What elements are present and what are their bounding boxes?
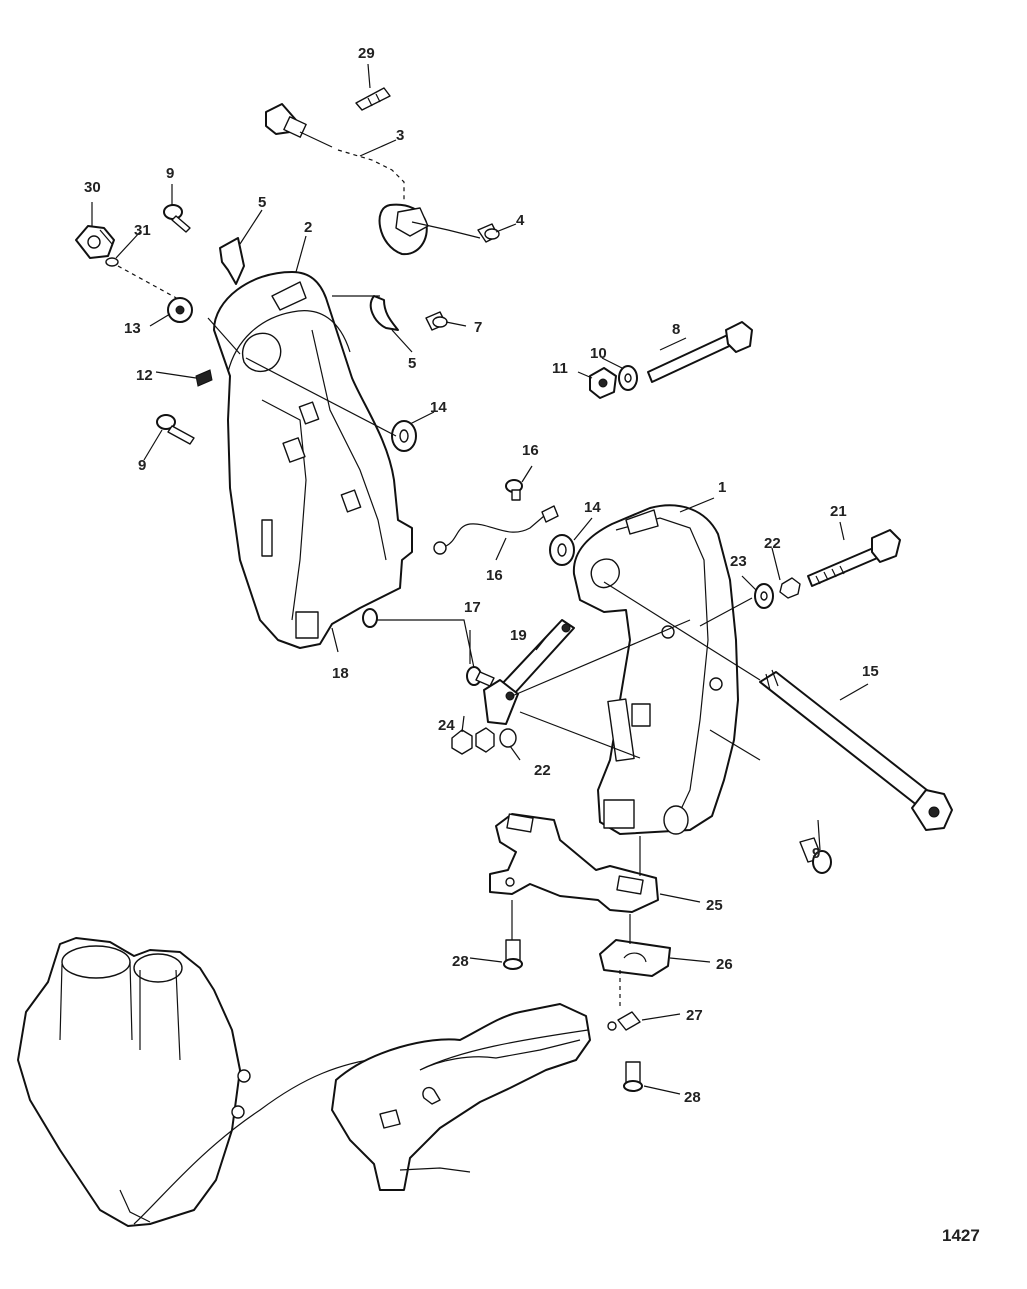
part-3-harness — [265, 103, 481, 256]
callout-24: 24 — [438, 717, 455, 734]
callout-28-lower: 28 — [684, 1089, 701, 1106]
callout-21: 21 — [830, 503, 847, 520]
part-12-screw — [195, 369, 213, 387]
callout-17: 16 — [486, 567, 503, 584]
callout-16: 16 — [522, 442, 539, 459]
callout-5-upper: 5 — [258, 194, 266, 211]
part-11-nut — [589, 367, 617, 399]
part-9-bolt-left — [156, 414, 195, 445]
part-10-washer — [618, 365, 638, 391]
leader-lines — [91, 63, 869, 1095]
part-2-swivel-bracket — [213, 271, 413, 649]
callout-5-middle: 5 — [408, 355, 416, 372]
callout-22-right: 22 — [764, 535, 781, 552]
callout-14-left: 14 — [430, 399, 447, 416]
callout-10: 10 — [590, 345, 607, 362]
part-21-bolt — [807, 529, 901, 587]
callout-23: 23 — [730, 553, 747, 570]
part-15-tilt-tube — [759, 669, 953, 831]
callout-9-right: 9 — [812, 845, 820, 862]
figure-number: 1427 — [942, 1226, 980, 1245]
callout-30: 30 — [84, 179, 101, 196]
part-22-washer-right — [779, 577, 801, 599]
part-28-screw-lower — [623, 1061, 643, 1092]
part-8-bolt — [163, 204, 191, 233]
part-6-screw — [425, 311, 448, 331]
callout-1: 1 — [718, 479, 726, 496]
callout-6: 7 — [474, 319, 482, 336]
part-29-pin — [355, 87, 391, 111]
callout-28-upper: 28 — [452, 953, 469, 970]
callout-18: 17 — [464, 599, 481, 616]
callout-22-left: 22 — [534, 762, 551, 779]
callout-29: 29 — [358, 45, 375, 62]
callout-14-right: 14 — [584, 499, 601, 516]
callout-26: 26 — [716, 956, 733, 973]
part-17-ground-wire — [433, 505, 559, 555]
part-24-nut — [451, 727, 495, 755]
part-14-washer-right — [549, 534, 575, 566]
callout-31: 31 — [134, 222, 151, 239]
callout-2: 2 — [304, 219, 312, 236]
callout-11: 11 — [552, 360, 568, 377]
gear-housing-lower-unit — [17, 937, 591, 1227]
callout-8: 9 — [166, 165, 174, 182]
callout-19: 18 — [332, 665, 349, 682]
callout-25: 25 — [706, 897, 723, 914]
part-7-long-bolt — [647, 321, 753, 383]
part-4-screw — [477, 223, 500, 243]
callout-9-left: 9 — [138, 457, 146, 474]
part-22-washer-left — [499, 728, 517, 748]
callout-13: 13 — [124, 320, 141, 337]
part-16-screw — [505, 479, 523, 501]
part-30-nut — [75, 225, 115, 259]
part-28-screw-upper — [503, 939, 523, 970]
callout-3: 3 — [396, 127, 404, 144]
callout-labels: 29 3 4 9 5 2 30 31 13 12 9 7 5 8 10 11 1… — [84, 45, 879, 1106]
part-13-knob — [167, 297, 193, 323]
part-5-clip-upper — [219, 237, 245, 285]
callout-4: 4 — [516, 212, 525, 229]
part-1-clamp-bracket — [572, 504, 739, 835]
callout-20: 19 — [510, 627, 527, 644]
callout-12: 12 — [136, 367, 153, 384]
callout-27: 27 — [686, 1007, 703, 1024]
part-27-pin — [607, 1011, 641, 1031]
part-19-screw — [362, 608, 378, 628]
part-25-bracket — [489, 813, 659, 913]
part-20-link — [483, 619, 575, 725]
part-23-washer — [754, 583, 774, 609]
part-5-clip-middle — [369, 295, 399, 331]
callout-15: 15 — [862, 663, 879, 680]
callout-7: 8 — [672, 321, 680, 338]
part-18-screw — [466, 666, 495, 687]
part-14-washer-left — [391, 420, 417, 452]
part-26-block — [599, 939, 671, 977]
part-9-bolt-right — [799, 837, 832, 874]
part-31-washer — [105, 257, 181, 301]
